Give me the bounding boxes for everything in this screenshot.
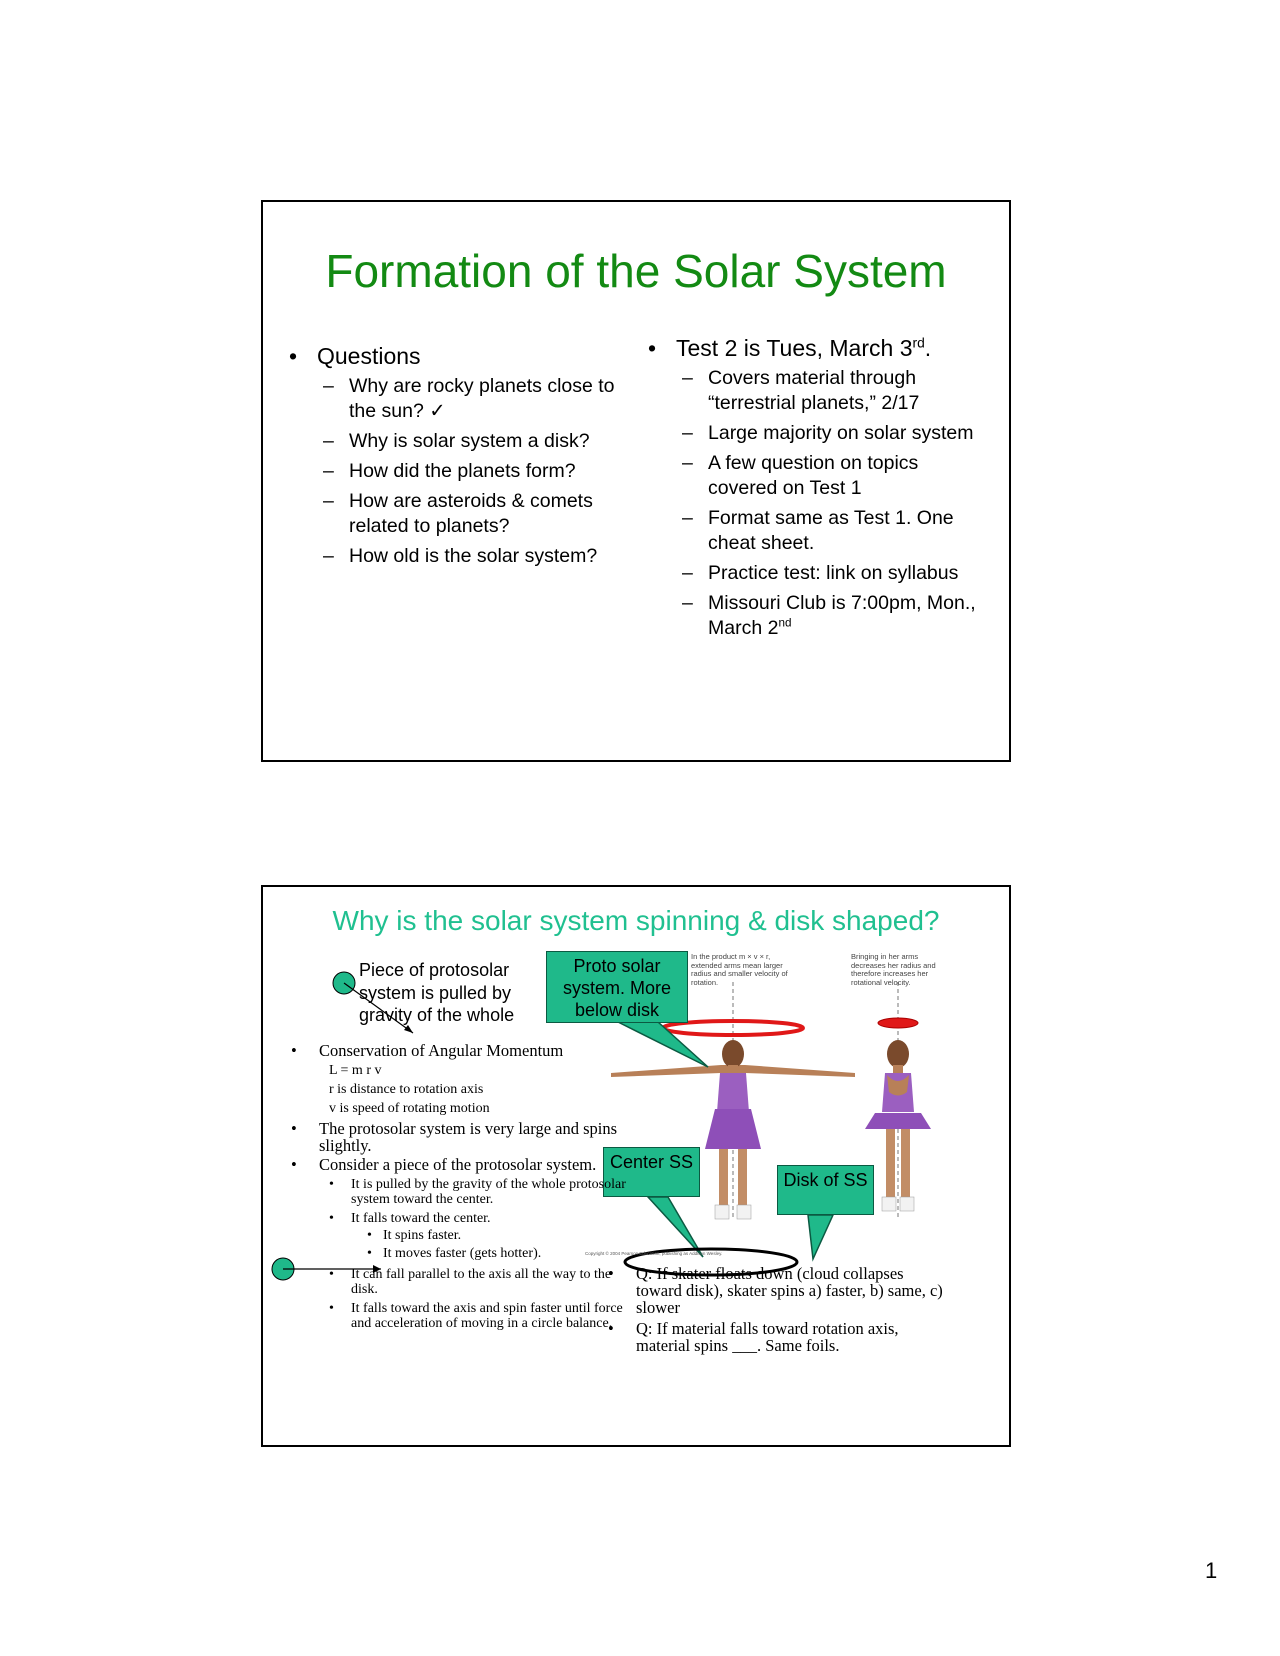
callout-disk-ss: Disk of SS (777, 1165, 874, 1215)
formula: L = m r v (329, 1063, 382, 1078)
callout-tail-disk (807, 1214, 835, 1262)
test-item: Practice test: link on syllabus (648, 561, 993, 586)
slide-title: Formation of the Solar System (325, 245, 947, 297)
questions-heading: Questions (289, 342, 634, 370)
skater-figure (271, 971, 931, 1281)
test-item: Missouri Club is 7:00pm, Mon., March 2nd (648, 591, 993, 641)
question-bullets: Q: If skater floats down (cloud collapse… (608, 1265, 948, 1358)
test-item: Covers material through “terrestrial pla… (648, 366, 993, 416)
slide-angular-momentum: Why is the solar system spinning & disk … (261, 885, 1011, 1447)
sub-bullet: It falls toward the axis and spin faster… (289, 1301, 634, 1331)
test-heading: Test 2 is Tues, March 3rd. (648, 334, 993, 362)
question-item: Why is solar system a disk? (289, 429, 634, 454)
question-skater: Q: If skater floats down (cloud collapse… (608, 1265, 948, 1316)
copyright-text: Copyright © 2004 Pearson Education, publ… (585, 1251, 723, 1256)
sub-bullet: It is pulled by the gravity of the whole… (289, 1177, 634, 1207)
test-info-column: Test 2 is Tues, March 3rd. Covers materi… (648, 334, 993, 646)
callout-proto-solar: Proto solar system. More below disk (546, 951, 688, 1023)
sub-bullet: It falls toward the center. (289, 1211, 634, 1226)
slide-title: Why is the solar system spinning & disk … (332, 905, 940, 936)
question-item: Why are rocky planets close to the sun? … (289, 374, 634, 424)
slide-formation: Formation of the Solar System Questions … (261, 200, 1011, 762)
arrow-top (343, 982, 414, 1034)
question-item: How are asteroids & comets related to pl… (289, 489, 634, 539)
test-item: A few question on topics covered on Test… (648, 451, 993, 501)
formula-r: r is distance to rotation axis (329, 1082, 484, 1097)
piece-annotation: Piece of protosolar system is pulled by … (359, 960, 515, 1025)
sub-sub-bullet: It spins faster. (289, 1227, 634, 1245)
skater-arms-out (611, 1019, 855, 1220)
questions-column: Questions Why are rocky planets close to… (289, 342, 634, 574)
question-item: How old is the solar system? (289, 544, 634, 569)
sub-bullet: It can fall parallel to the axis all the… (289, 1267, 634, 1297)
test-item: Large majority on solar system (648, 421, 993, 446)
question-item: How did the planets form? (289, 459, 634, 484)
bullet-large: The protosolar system is very large and … (289, 1120, 634, 1154)
figure-caption-left: In the product m × v × r, extended arms … (691, 952, 788, 987)
skater-arms-in (865, 1017, 931, 1212)
bullet-consider: Consider a piece of the protosolar syste… (289, 1156, 634, 1173)
angular-momentum-bullets: Conservation of Angular Momentum L = m r… (289, 1042, 634, 1335)
red-ring-small (877, 1017, 919, 1029)
figure-caption-right: Bringing in her arms decreases her radiu… (851, 952, 936, 987)
formula-v: v is speed of rotating motion (329, 1101, 490, 1116)
bullet-conservation: Conservation of Angular Momentum (289, 1042, 634, 1059)
test-item: Format same as Test 1. One cheat sheet. (648, 506, 993, 556)
sub-sub-bullet: It moves faster (gets hotter). (289, 1245, 634, 1263)
question-material: Q: If material falls toward rotation axi… (608, 1320, 948, 1354)
page-number: 1 (1205, 1558, 1218, 1583)
callout-tail-center (646, 1196, 704, 1258)
